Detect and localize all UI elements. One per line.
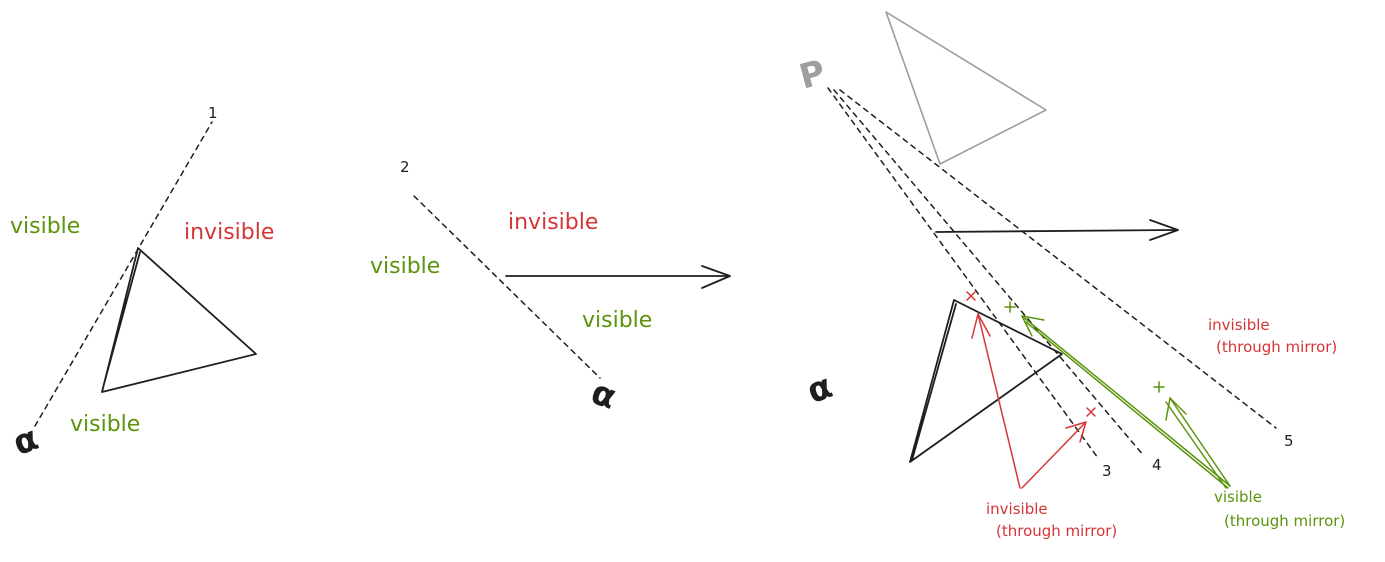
reflected-ray-visible-a: [1021, 315, 1231, 487]
cross-mark-green-1: [1004, 301, 1016, 313]
reflected-ray-invisible-b-head: [1065, 421, 1087, 443]
mirror-surface-arrow-3: [935, 229, 1177, 233]
ray-number-3: 3: [1102, 462, 1112, 480]
reflected-ray-visible-b2: [1165, 401, 1227, 489]
reflected-ray-visible-b: [1169, 397, 1231, 487]
ray-number-4: 4: [1152, 456, 1162, 474]
label-invisible-2: invisible: [508, 210, 599, 235]
triangle-1: [101, 247, 257, 393]
reflected-ray-visible-a2: [1025, 321, 1229, 489]
label-invisible-1: invisible: [184, 220, 275, 245]
reflected-ray-visible-b-head: [1165, 397, 1187, 421]
label-visible-bottom-2: visible: [582, 308, 653, 333]
label-invisible-through-mirror-right-2: (through mirror): [1216, 338, 1338, 356]
arrowhead-2: [701, 265, 731, 289]
ray-number-5: 5: [1284, 432, 1294, 450]
cross-mark-red-1: [966, 291, 976, 301]
reflected-ray-visible-a-head: [1021, 315, 1045, 337]
sight-ray-4: [833, 89, 1145, 457]
ray-number-1: 1: [208, 104, 218, 122]
sight-ray-1: [34, 121, 213, 427]
label-visible-left-1: visible: [10, 214, 81, 239]
ray-number-2: 2: [400, 158, 410, 176]
sight-ray-2: [413, 195, 601, 379]
cross-mark-green-2: [1153, 381, 1165, 393]
label-visible-through-mirror-2: (through mirror): [1224, 512, 1346, 530]
label-invisible-through-mirror-right-1: invisible: [1208, 316, 1270, 334]
triangle-3: [909, 299, 1063, 463]
sight-ray-3: [827, 87, 1099, 459]
label-invisible-through-mirror-bottom-1: invisible: [986, 500, 1048, 518]
label-invisible-through-mirror-bottom-2: (through mirror): [996, 522, 1118, 540]
label-visible-left-2: visible: [370, 254, 441, 279]
arrowhead-3: [1149, 219, 1179, 241]
reflected-ray-invisible-b: [1021, 423, 1085, 489]
reflected-ray-invisible-a: [977, 313, 1021, 489]
cross-mark-red-2: [1086, 407, 1096, 417]
label-visible-bottom-1: visible: [70, 412, 141, 437]
label-visible-through-mirror-1: visible: [1214, 488, 1262, 506]
mirrored-triangle: [885, 11, 1047, 165]
reflected-ray-invisible-a-head: [971, 313, 991, 339]
sight-ray-5: [839, 89, 1277, 429]
